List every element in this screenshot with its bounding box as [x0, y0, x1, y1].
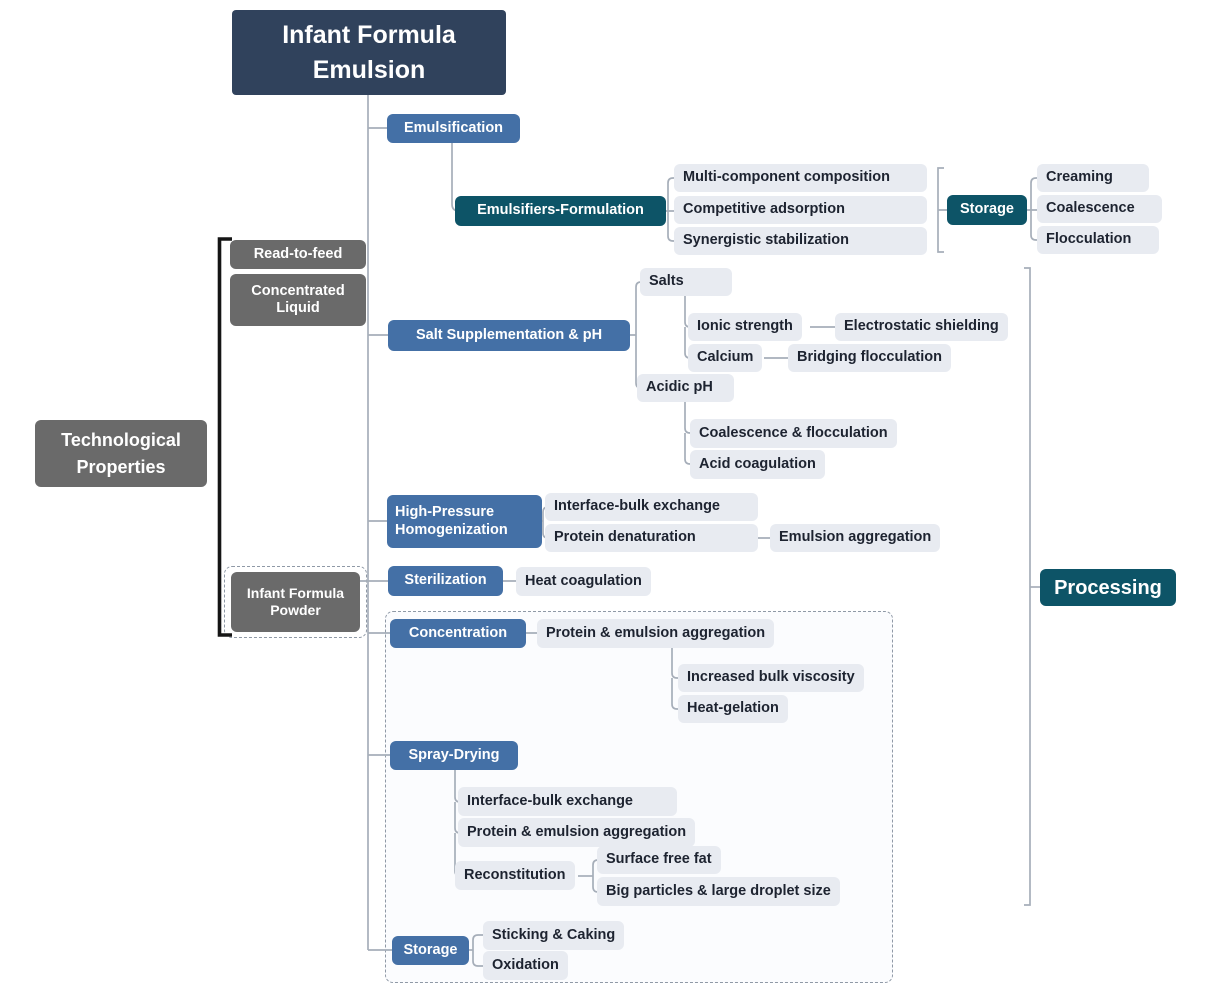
- node-spray-drying: Spray-Drying: [390, 741, 518, 770]
- node-emulsification: Emulsification: [387, 114, 520, 143]
- node-protein-emulsion-aggregation-conc: Protein & emulsion aggregation: [537, 619, 775, 648]
- node-protein-emulsion-aggregation-sd: Protein & emulsion aggregation: [458, 818, 696, 847]
- node-protein-denaturation: Protein denaturation: [545, 524, 758, 552]
- powder-dashed-outline: [224, 566, 367, 638]
- node-coalescence-flocculation: Coalescence & flocculation: [690, 419, 897, 448]
- node-increased-bulk-viscosity: Increased bulk viscosity: [678, 664, 864, 692]
- label-technological-properties: Technological Properties: [35, 420, 207, 487]
- node-sticking-caking: Sticking & Caking: [483, 921, 625, 950]
- node-read-to-feed: Read-to-feed: [230, 240, 366, 269]
- node-high-pressure-homogenization: High-Pressure Homogenization: [387, 495, 542, 548]
- node-coalescence: Coalescence: [1037, 195, 1162, 223]
- node-salts: Salts: [640, 268, 732, 296]
- node-emulsion-aggregation: Emulsion aggregation: [770, 524, 941, 552]
- node-heat-gelation: Heat-gelation: [678, 695, 788, 723]
- node-multi-component-composition: Multi-component composition: [674, 164, 927, 192]
- node-reconstitution: Reconstitution: [455, 861, 575, 890]
- node-acid-coagulation: Acid coagulation: [690, 450, 825, 479]
- node-competitive-adsorption: Competitive adsorption: [674, 196, 927, 224]
- node-heat-coagulation: Heat coagulation: [516, 567, 651, 596]
- node-interface-bulk-exchange-sd: Interface-bulk exchange: [458, 787, 677, 816]
- node-concentrated-liquid: Concentrated Liquid: [230, 274, 366, 326]
- node-electrostatic-shielding: Electrostatic shielding: [835, 313, 1008, 341]
- label-processing: Processing: [1040, 569, 1176, 606]
- node-acidic-ph: Acidic pH: [637, 374, 734, 402]
- node-concentration: Concentration: [390, 619, 526, 648]
- node-flocculation: Flocculation: [1037, 226, 1159, 254]
- node-sterilization: Sterilization: [388, 566, 503, 596]
- node-emulsifiers-formulation: Emulsifiers-Formulation: [455, 196, 666, 226]
- node-surface-free-fat: Surface free fat: [597, 846, 721, 874]
- node-storage-top: Storage: [947, 195, 1027, 225]
- node-oxidation: Oxidation: [483, 951, 568, 980]
- node-creaming: Creaming: [1037, 164, 1149, 192]
- node-synergistic-stabilization: Synergistic stabilization: [674, 227, 927, 255]
- node-big-particles-large-droplet: Big particles & large droplet size: [597, 877, 840, 906]
- root-node-infant-formula-emulsion: Infant Formula Emulsion: [232, 10, 506, 95]
- node-salt-supplementation-ph: Salt Supplementation & pH: [388, 320, 630, 351]
- node-interface-bulk-exchange-hp: Interface-bulk exchange: [545, 493, 758, 521]
- node-calcium: Calcium: [688, 344, 763, 372]
- node-infant-formula-powder: Infant Formula Powder: [231, 572, 360, 632]
- node-storage-bottom: Storage: [392, 936, 469, 965]
- node-ionic-strength: Ionic strength: [688, 313, 802, 341]
- node-bridging-flocculation: Bridging flocculation: [788, 344, 951, 372]
